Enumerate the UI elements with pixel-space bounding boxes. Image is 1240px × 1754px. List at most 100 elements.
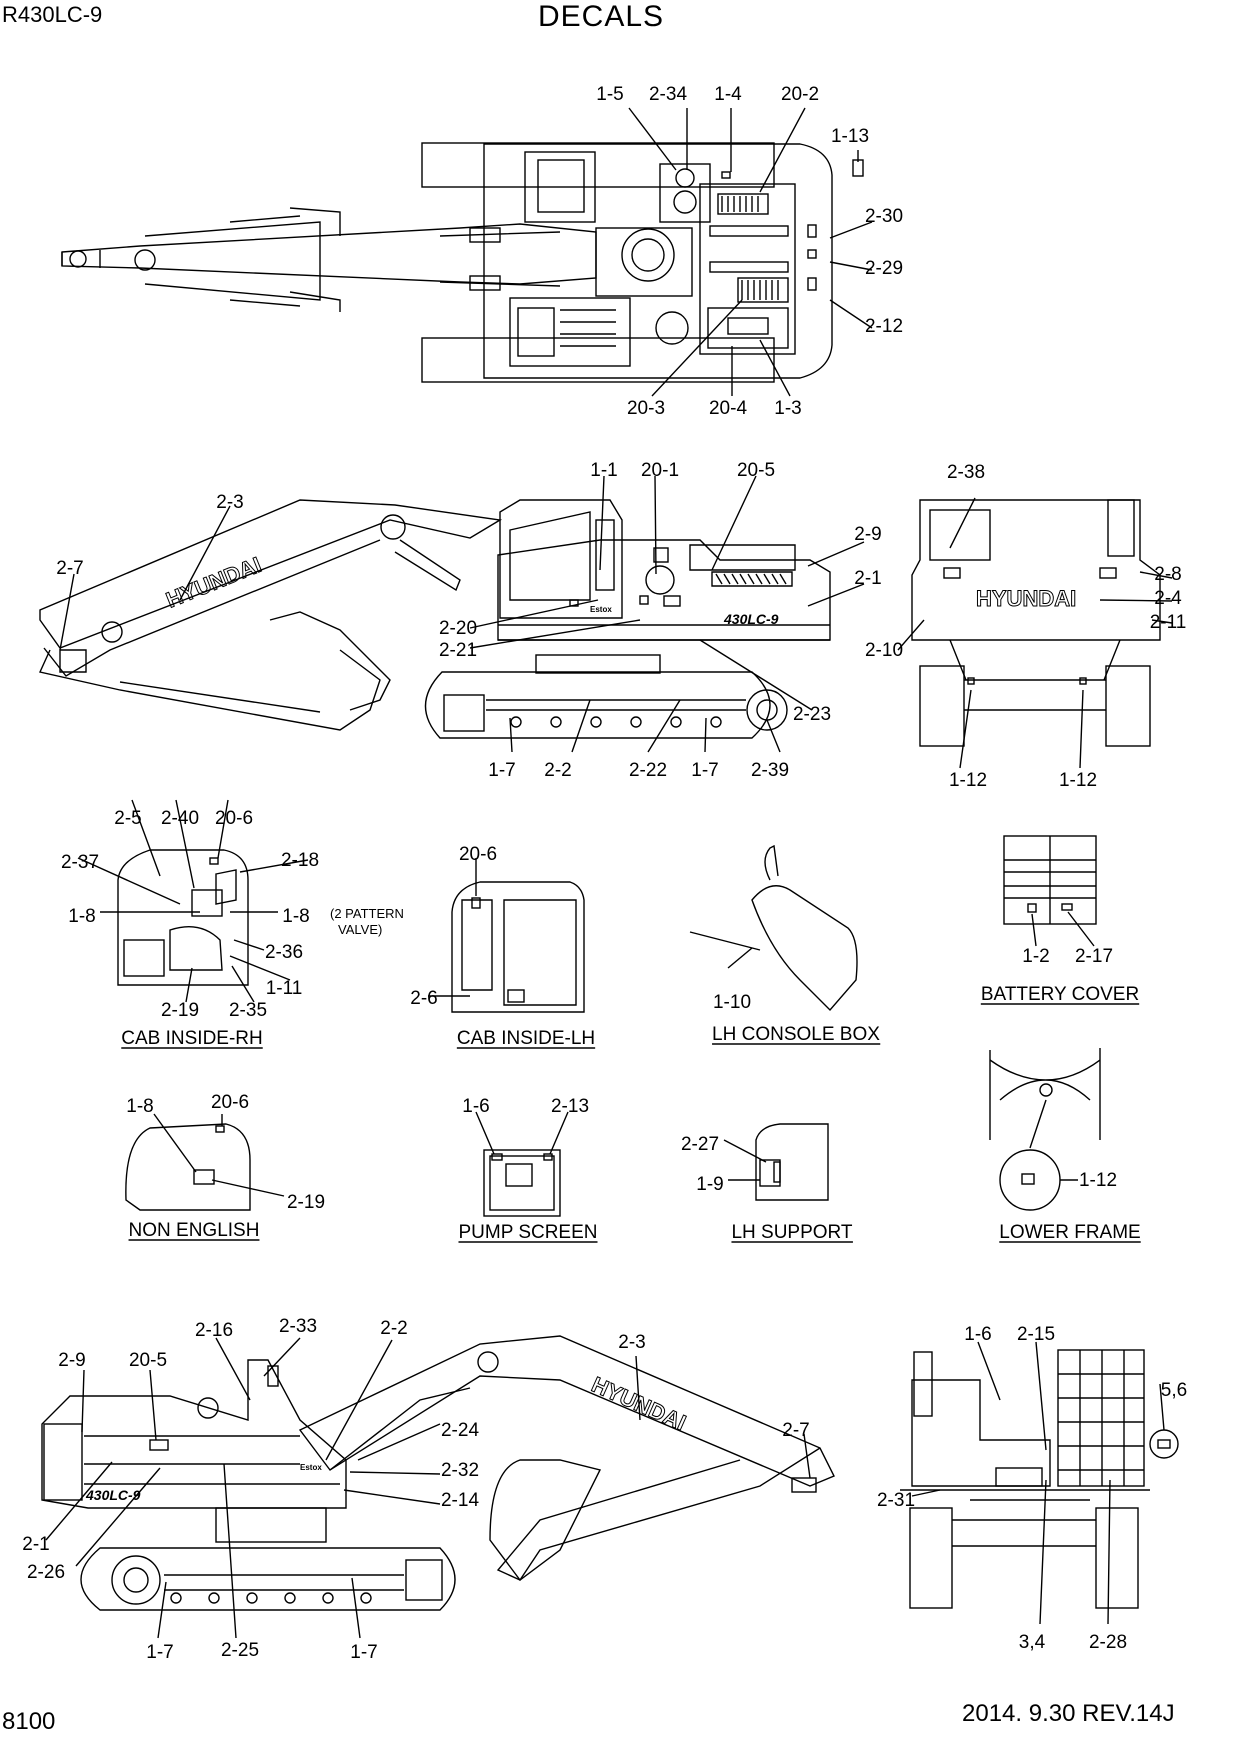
rear-view-callout: 2-4 xyxy=(1154,588,1182,609)
pump-screen xyxy=(483,1149,561,1217)
rear-track-left xyxy=(919,665,965,747)
side-rh-callout: 2-26 xyxy=(27,1562,65,1583)
track-rh xyxy=(80,1547,456,1611)
side-lh-callout: 2-2 xyxy=(544,760,571,781)
side-lh-callout: 20-5 xyxy=(737,460,775,481)
leader-console xyxy=(727,947,753,969)
front-view-callout: 2-31 xyxy=(877,1490,915,1511)
model-number: R430LC-9 xyxy=(2,2,103,27)
cab-lh xyxy=(499,499,623,619)
side-lh-callout: 2-39 xyxy=(751,760,789,781)
battery-cover-callout: 2-17 xyxy=(1075,946,1113,967)
cab-inside-rh-callout: 2-37 xyxy=(61,852,99,873)
front-view-callout: 2-28 xyxy=(1089,1632,1127,1653)
top-view-callout: 20-2 xyxy=(781,84,819,105)
top-view-callout: 2-34 xyxy=(649,84,687,105)
upper-body xyxy=(483,143,833,379)
side-rh-callout: 2-32 xyxy=(441,1460,479,1481)
lower-frame-callout: 1-12 xyxy=(1079,1170,1117,1191)
side-rh-callout: 2-14 xyxy=(441,1490,479,1511)
side-rh-callout: 2-3 xyxy=(618,1332,645,1353)
upper-rh xyxy=(41,1359,347,1509)
top-view-callout: 20-4 xyxy=(709,398,747,419)
front-cab-grid xyxy=(1057,1349,1145,1487)
cab-inside-rh-caption: CAB INSIDE-RH xyxy=(121,1028,262,1049)
leaders-battery xyxy=(1031,911,1095,947)
top-view xyxy=(61,107,873,397)
battery-cover-callout: 1-2 xyxy=(1022,946,1049,967)
non-english-panel xyxy=(125,1123,251,1211)
cab-inside-rh-callout: 20-6 xyxy=(215,808,253,829)
page-title: DECALS xyxy=(538,0,665,33)
front-view-callout: 2-15 xyxy=(1017,1324,1055,1345)
non-english-callout: 20-6 xyxy=(211,1092,249,1113)
top-view-callout: 2-12 xyxy=(865,316,903,337)
side-rh-callout: 20-5 xyxy=(129,1350,167,1371)
rear-view-callout: 2-8 xyxy=(1154,564,1181,585)
side-rh-view: 430LC-9 Estox HYUNDAI xyxy=(41,1335,835,1639)
side-lh-callout: 2-1 xyxy=(854,568,881,589)
side-rh-callout: 2-24 xyxy=(441,1420,479,1441)
leaders-rear xyxy=(897,497,1173,769)
lh-console-box-caption: LH CONSOLE BOX xyxy=(712,1024,880,1045)
leaders-rh xyxy=(45,1337,811,1639)
brand-small-lh: Estox xyxy=(590,605,612,614)
non-english-caption: NON ENGLISH xyxy=(129,1220,260,1241)
non-english-callout: 2-19 xyxy=(287,1192,325,1213)
lh-console-box-callout: 1-10 xyxy=(713,992,751,1013)
rear-track-right xyxy=(1105,665,1151,747)
top-view-callout: 2-30 xyxy=(865,206,903,227)
cab-inside-rh-callout: 1-11 xyxy=(266,978,303,999)
top-view-callout: 2-29 xyxy=(865,258,903,279)
side-rh-callout: 1-7 xyxy=(146,1642,173,1663)
cab-inside-rh-callout: 2-36 xyxy=(265,942,303,963)
cab-inside-rh-callout: 2-40 xyxy=(161,808,199,829)
console-box xyxy=(751,885,858,1012)
sprocket-lh xyxy=(746,689,788,731)
top-view-callout: 20-3 xyxy=(627,398,665,419)
side-lh-view: 430LC-9 Estox HYUNDAI xyxy=(39,475,865,753)
cab-inside-lh-callout: 2-6 xyxy=(410,988,437,1009)
sprocket-rh xyxy=(111,1555,161,1605)
track-upper xyxy=(421,142,775,188)
cab-inside-rh-view xyxy=(77,799,309,1003)
lh-support-callout: 2-27 xyxy=(681,1134,719,1155)
top-view-callout: 1-5 xyxy=(596,84,623,105)
leaders-lh xyxy=(59,475,865,753)
leaders-non-english xyxy=(153,1113,285,1197)
cab-inside-rh-callout: 2-19 xyxy=(161,1000,199,1021)
lower-frame-detail xyxy=(999,1149,1061,1211)
boom-lh xyxy=(39,499,503,649)
lh-console-box-view xyxy=(689,844,858,1012)
rear-view-callout: 2-11 xyxy=(1150,612,1187,633)
side-lh-callout: 1-1 xyxy=(590,460,617,481)
leaders-top xyxy=(628,107,873,397)
side-rh-callout: 2-33 xyxy=(279,1316,317,1337)
fuel-tank-top xyxy=(509,297,631,367)
side-lh-callout: 2-3 xyxy=(216,492,243,513)
side-rh-callout: 1-7 xyxy=(350,1642,377,1663)
top-view-callout: 1-13 xyxy=(831,126,869,147)
cab-inside-rh-callout: 1-8 xyxy=(68,906,95,927)
front-view-callout: 1-6 xyxy=(964,1324,991,1345)
battery-cover-caption: BATTERY COVER xyxy=(981,984,1139,1005)
pump-screen-caption: PUMP SCREEN xyxy=(458,1222,597,1243)
lh-support-panel xyxy=(755,1123,829,1201)
rear-view-callout: 2-10 xyxy=(865,640,903,661)
front-track-left xyxy=(909,1507,953,1609)
cab-rh-outline xyxy=(117,849,249,986)
cab-inside-rh-callout: 1-8 xyxy=(282,906,309,927)
side-rh-callout: 2-2 xyxy=(380,1318,407,1339)
boom-top xyxy=(61,223,597,285)
side-lh-callout: 2-21 xyxy=(439,640,477,661)
bucket-rh xyxy=(489,1459,602,1581)
track-lh xyxy=(424,671,771,739)
front-left-body xyxy=(911,1379,1051,1487)
side-rh-callout: 2-16 xyxy=(195,1320,233,1341)
lh-support-callout: 1-9 xyxy=(696,1174,723,1195)
rear-view-callout: 1-12 xyxy=(1059,770,1097,791)
model-badge-rh: 430LC-9 xyxy=(85,1487,141,1503)
side-lh-callout: 2-23 xyxy=(793,704,831,725)
battery-cover-view xyxy=(1003,835,1097,947)
